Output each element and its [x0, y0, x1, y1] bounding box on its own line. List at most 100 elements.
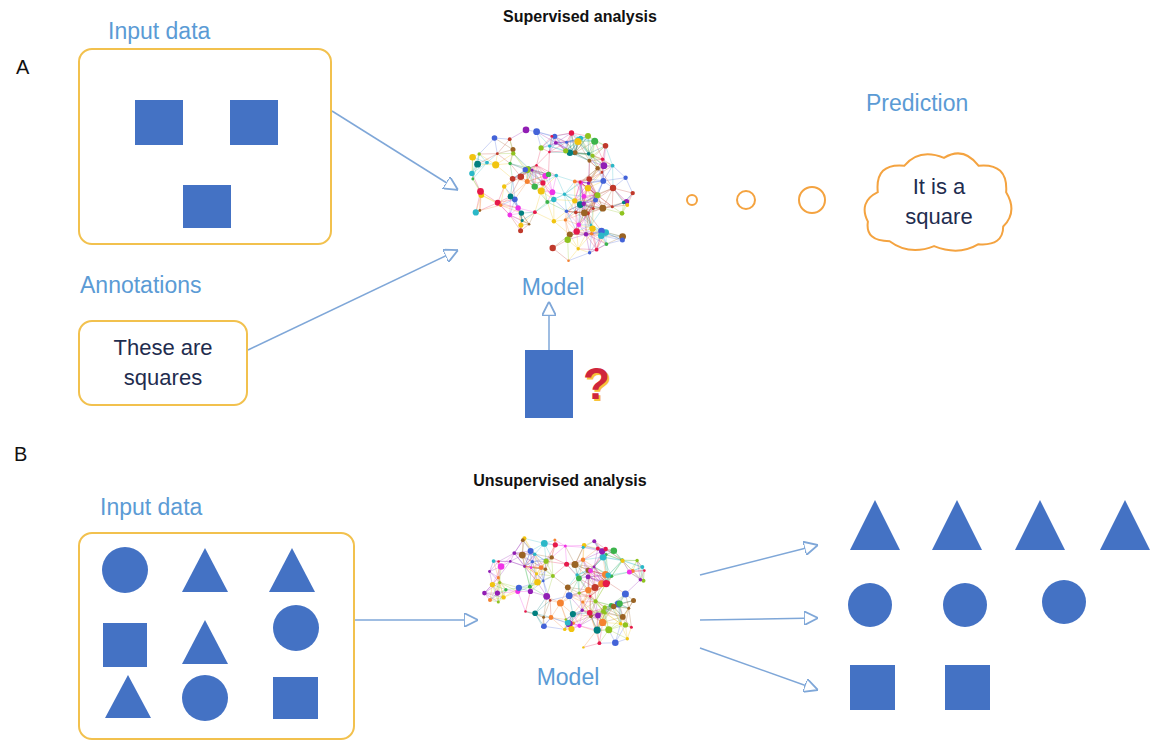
network-link — [612, 205, 627, 207]
network-link — [498, 578, 506, 590]
network-dot — [501, 595, 505, 599]
network-dot — [590, 232, 594, 236]
annotation-box: AnnotationsThese are squares — [78, 320, 248, 406]
network-dot — [518, 228, 523, 233]
network-dot — [598, 232, 605, 239]
network-link — [629, 608, 632, 627]
network-dot — [482, 591, 487, 596]
network-dot — [555, 174, 559, 178]
query-square: ? — [525, 350, 573, 418]
network-link — [479, 138, 494, 154]
network-dot — [631, 598, 636, 603]
network-dot — [492, 161, 499, 168]
triangle-shape — [269, 548, 315, 592]
network-dot — [586, 575, 591, 580]
network-dot — [478, 152, 481, 155]
model-label: Model — [458, 274, 648, 302]
network-dot — [521, 219, 524, 222]
network-dot — [592, 539, 596, 543]
network-dot — [511, 151, 515, 155]
network-dot — [643, 569, 646, 572]
network-dot — [509, 560, 512, 563]
network-dot — [563, 628, 566, 631]
network-dot — [620, 558, 624, 562]
network-dot — [565, 584, 571, 590]
network-dot — [492, 135, 498, 141]
network-link — [569, 253, 590, 261]
network-link — [614, 607, 621, 624]
network-dot — [515, 205, 520, 210]
network-link — [523, 540, 535, 554]
network-dot — [600, 178, 606, 184]
network-dot — [548, 151, 551, 154]
network-dot — [518, 223, 523, 228]
network-link — [606, 146, 613, 166]
network-dot — [552, 219, 556, 223]
network-dot — [604, 611, 607, 614]
network-dot — [565, 141, 568, 144]
heading-text: Prediction — [866, 90, 968, 118]
network-link — [623, 560, 638, 561]
model-label: Model — [478, 664, 658, 692]
output-arrow — [700, 618, 818, 620]
network-dot — [574, 228, 580, 234]
network-dot — [567, 259, 570, 262]
network-dot — [601, 171, 604, 174]
network-dot — [538, 188, 545, 195]
network-link — [525, 566, 546, 569]
cloud-shape — [865, 153, 1012, 250]
input-data-box: Input data — [78, 532, 355, 740]
network-link — [581, 183, 596, 200]
triangle-shape — [850, 500, 900, 550]
circle-shape — [273, 605, 319, 651]
network-link — [497, 139, 509, 154]
network-dot — [612, 640, 619, 647]
triangle-shape — [105, 675, 151, 718]
network-link — [537, 148, 542, 165]
network-dot — [588, 568, 593, 573]
network-dot — [533, 210, 537, 214]
network-dot — [599, 619, 606, 626]
network-dot — [627, 570, 632, 575]
network-link — [554, 221, 570, 234]
network-dot — [490, 582, 495, 587]
network-link — [579, 593, 590, 596]
heading-text: Annotations — [80, 272, 201, 300]
network-dot — [574, 138, 581, 145]
brain-network — [458, 118, 648, 268]
network-dot — [548, 145, 551, 148]
network-dot — [551, 135, 554, 138]
network-dot — [541, 625, 545, 629]
network-dot — [581, 558, 585, 562]
network-dot — [523, 565, 526, 568]
network-dot — [635, 559, 638, 562]
network-link — [594, 549, 606, 567]
triangle-shape — [182, 620, 228, 664]
network-dot — [551, 197, 556, 202]
network-dot — [495, 591, 500, 596]
network-link — [554, 200, 575, 201]
network-dot — [544, 559, 549, 564]
square-shape — [103, 623, 147, 667]
network-dot — [507, 213, 512, 218]
network-dot — [524, 610, 527, 613]
cloud-outline — [860, 148, 1018, 256]
network-dot — [595, 192, 601, 198]
network-dot — [541, 540, 548, 547]
network-link — [582, 601, 595, 610]
network-dot — [565, 237, 571, 243]
network-dot — [478, 209, 481, 212]
network-dot — [592, 207, 595, 210]
network-dot — [544, 568, 547, 571]
network-dot — [596, 547, 600, 551]
section-title: Unsupervised analysis — [360, 472, 760, 490]
network-dot — [619, 622, 623, 626]
network-dot — [572, 151, 577, 156]
thought-bubble — [687, 195, 697, 205]
network-dot — [473, 209, 479, 215]
network-dot — [539, 565, 544, 570]
network-dot — [605, 626, 612, 633]
network-link — [497, 154, 510, 164]
network-link — [556, 176, 564, 195]
network-link — [526, 591, 531, 611]
